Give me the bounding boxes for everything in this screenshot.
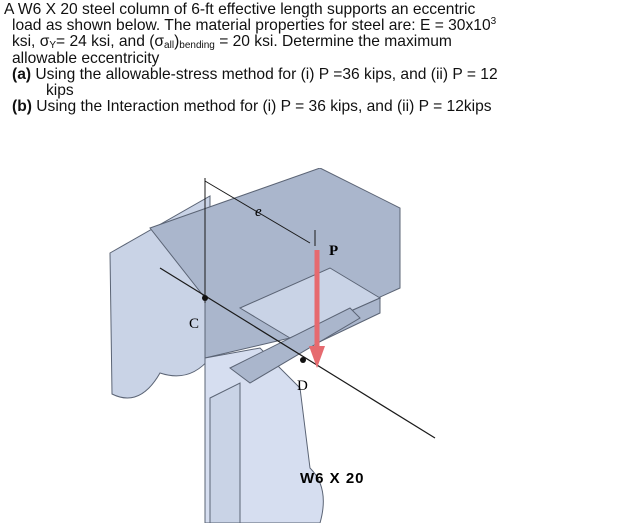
label-e: e (255, 204, 262, 220)
part-b-label: (b) (12, 98, 32, 116)
part-b: (b) Using the Interaction method for (i)… (4, 99, 614, 115)
problem-line-2: load as shown below. The material proper… (4, 16, 614, 35)
problem-line-3: ksi, σY= 24 ksi, and (σall)bending = 20 … (12, 33, 452, 52)
problem-text-3a: ksi, σ (12, 33, 50, 51)
subscript-y: Y (49, 40, 57, 52)
lower-front-face (209, 382, 241, 524)
problem-text-1: A W6 X 20 steel column of 6-ft effective… (4, 1, 476, 18)
lower-web (229, 307, 361, 384)
part-b-text: Using the Interaction method for (i) P =… (31, 98, 492, 116)
problem-line-1: A W6 X 20 steel column of 6-ft effective… (4, 1, 614, 18)
part-a-label: (a) (12, 65, 32, 83)
problem-statement: A W6 X 20 steel column of 6-ft effective… (4, 1, 614, 115)
exponent: 3 (490, 16, 497, 28)
section-designation: W6 X 20 (300, 470, 365, 487)
label-p: P (329, 243, 338, 259)
problem-text-3c: = 20 ksi. Determine the maximum (214, 33, 452, 51)
part-a: (a) Using the allowable-stress method fo… (4, 65, 614, 100)
point-d-marker (300, 357, 306, 363)
problem-text-3b: = 24 ksi, and (σ (56, 33, 165, 51)
problem-text-2: load as shown below. The material proper… (12, 17, 491, 35)
label-c: C (189, 316, 199, 332)
part-a-continuation: kips (46, 82, 74, 100)
problem-text-4: allowable eccentricity (12, 49, 160, 67)
column-figure: e P C D W6 X 20 (0, 167, 618, 524)
part-a-text: Using the allowable-stress method for (i… (31, 65, 498, 83)
label-d: D (297, 378, 308, 394)
load-arrow-head (309, 346, 325, 368)
subscript-all: all (164, 40, 175, 52)
eccentricity-dimension (204, 180, 311, 244)
wide-flange-column-illustration: e P C D W6 X 20 (109, 167, 436, 524)
point-c-marker (202, 295, 208, 301)
problem-line-4: allowable eccentricity (4, 49, 614, 67)
subscript-bending: bending (179, 40, 215, 52)
